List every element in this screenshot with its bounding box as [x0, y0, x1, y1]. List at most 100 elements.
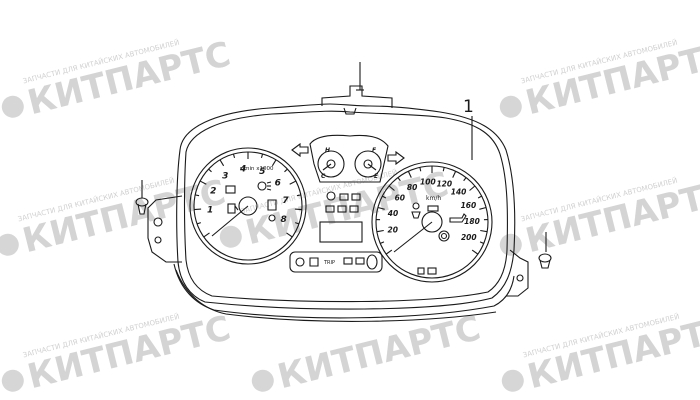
dial-tick [196, 222, 202, 225]
dial-number: 20 [388, 225, 398, 234]
dial-tick [407, 171, 412, 178]
dial-tick [271, 159, 277, 167]
dial-number: 2 [210, 187, 216, 197]
callout-label: 1 [463, 97, 474, 117]
dial-number: 40 [388, 209, 398, 218]
odometer-display [319, 221, 363, 243]
dial-tick [463, 177, 467, 182]
tachometer-hub [238, 196, 258, 216]
dial-number: 160 [461, 201, 477, 210]
fuel-full-label: F [372, 147, 377, 154]
dial-tick [284, 168, 288, 173]
bottom-indicator-strip: TRIP [289, 251, 383, 273]
temp-hot-label: H [325, 147, 330, 154]
speedometer-needle [393, 221, 433, 253]
left-mounting-screw [135, 180, 149, 215]
dial-tick [385, 249, 393, 255]
dial-number: 140 [451, 188, 467, 197]
headlight-icon [257, 181, 272, 191]
lamp-icon [355, 257, 365, 265]
dial-number: 120 [436, 179, 452, 188]
trip-label: TRIP [323, 260, 335, 266]
dial-tick [296, 194, 301, 197]
tachometer-needle [211, 205, 249, 237]
dial-number: 7 [282, 196, 289, 206]
dial-tick [219, 159, 225, 167]
dial-tick [195, 194, 200, 197]
brake-warning-icon [438, 230, 450, 242]
dial-tick [289, 180, 297, 185]
dial-tick [452, 171, 457, 178]
watermark-bottom-center: КИТПАРТС [251, 308, 485, 397]
dial-tick [260, 153, 264, 158]
dial-tick [419, 167, 422, 172]
fuel-pump-icon [227, 203, 239, 214]
tachometer-unit: r/min x1000 [240, 166, 274, 172]
engine-check-icon [417, 267, 425, 275]
dial-tick [397, 177, 401, 182]
dial-number: 4 [239, 164, 246, 174]
temp-cold-label: C [321, 173, 326, 180]
malfunction-lamp-icon [295, 257, 305, 267]
cluster-housing [173, 103, 516, 322]
oil-pressure-icon [449, 213, 467, 223]
dial-tick [199, 180, 207, 185]
dial-tick [380, 241, 385, 244]
temperature-gauge [317, 150, 345, 178]
dial-tick [203, 232, 210, 238]
dial-number: 6 [275, 178, 281, 188]
watermark-center: КИТПАРТС ЗАПЧАСТИ ДЛЯ КИТАЙСКИХ АВТОМОБИ… [219, 164, 453, 253]
dial-number: 8 [281, 215, 287, 225]
dial-tick [477, 195, 482, 199]
dial-number: 100 [420, 178, 436, 187]
speedometer-ticks [376, 166, 488, 255]
dial-tick [376, 229, 384, 233]
watermark-brand: КИТПАРТС [24, 34, 235, 123]
dial-tick [377, 206, 385, 210]
fuel-empty-label: E [374, 173, 379, 180]
left-mount-bracket [147, 195, 183, 263]
top-connector-tab [321, 62, 393, 115]
center-lamp-row [325, 191, 361, 213]
lamp-icon [343, 257, 353, 265]
left-turn-signal-icon [291, 142, 309, 158]
small-lamp-icon [268, 214, 276, 222]
trip-reset-knob [366, 254, 378, 270]
dial-tick [479, 206, 487, 210]
cruise-indicator-icon [427, 205, 439, 212]
dial-number: 60 [395, 194, 405, 203]
dial-tick [442, 167, 445, 172]
dial-number: 180 [464, 217, 480, 226]
dial-tick [232, 153, 236, 158]
coolant-lamp-icon [309, 257, 319, 267]
watermark-bottom-left: КИТПАРТС ЗАПЧАСТИ ДЛЯ КИТАЙСКИХ АВТОМОБИ… [1, 308, 235, 397]
callout-1: 1 [463, 97, 474, 160]
watermark-top-left: КИТПАРТС ЗАПЧАСТИ ДЛЯ КИТАЙСКИХ АВТОМОБИ… [1, 34, 235, 123]
speedometer-unit: km/h [426, 195, 441, 202]
dial-tick [286, 232, 293, 238]
speedometer-hub [421, 211, 443, 233]
abs-warning-icon [427, 267, 437, 275]
battery-warning-icon [225, 185, 236, 194]
center-gauge-panel: H C F E [309, 134, 389, 243]
dial-number: 3 [222, 172, 228, 182]
dial-tick [388, 185, 395, 191]
dial-number: 1 [207, 206, 213, 216]
dial-number: 200 [461, 233, 477, 242]
right-turn-signal-icon [387, 150, 405, 166]
watermark-middle-right: КИТПАРТС ЗАПЧАСТИ ДЛЯ КИТАЙСКИХ АВТОМОБИ… [499, 172, 700, 261]
fuel-gauge [354, 150, 382, 178]
watermark-bottom-right: КИТПАРТС ЗАПЧАСТИ ДЛЯ КИТАЙСКИХ АВТОМОБИ… [501, 308, 700, 397]
right-mounting-screw [538, 232, 552, 269]
dial-tick [471, 249, 479, 255]
tachometer-ticks [194, 152, 302, 238]
dial-tick [469, 185, 476, 191]
dial-tick [480, 229, 488, 233]
watermark-brand: КИТПАРТС [24, 308, 235, 397]
right-mount-bracket [506, 249, 529, 297]
